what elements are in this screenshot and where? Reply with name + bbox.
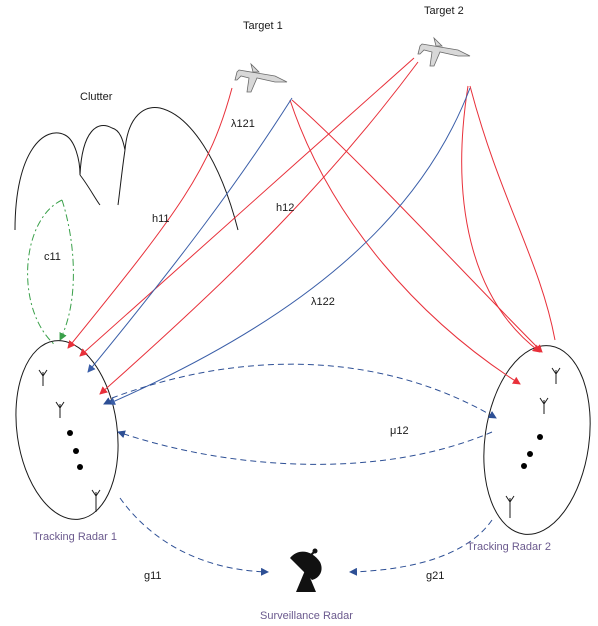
- tracking-radar-1-ellipse: [15, 340, 119, 520]
- antenna-icon: [551, 367, 561, 384]
- mu12-link-bottom: [117, 430, 493, 465]
- mu12-label: μ12: [390, 425, 409, 437]
- h12-link: [79, 57, 415, 357]
- g11-link: [119, 497, 269, 576]
- target-2-label: Target 2: [424, 5, 464, 17]
- t2-radar1-link-b: [99, 61, 419, 395]
- clutter-label: Clutter: [80, 91, 113, 103]
- antenna-icon: [38, 369, 48, 386]
- fighter-jet-icon: [234, 62, 288, 93]
- lambda121-link: [87, 97, 293, 373]
- mu12-link-top: [111, 363, 497, 419]
- radar-1-dot: [77, 464, 83, 470]
- c11-link: [27, 199, 63, 346]
- g21-link: [349, 519, 493, 576]
- tracking-radar-2-label: Tracking Radar 2: [467, 541, 551, 553]
- t1-radar2-link: [289, 99, 521, 385]
- antenna-icon: [505, 495, 515, 518]
- antenna-icon: [91, 489, 101, 512]
- radar-2-dot: [521, 463, 527, 469]
- tracking-radar-1-label: Tracking Radar 1: [33, 531, 117, 543]
- clutter-shape: [14, 107, 239, 231]
- c11-label: c11: [44, 251, 61, 263]
- surveillance-radar-label: Surveillance Radar: [260, 610, 353, 622]
- g21-label: g21: [426, 570, 445, 582]
- t2-radar2-link-b: [469, 85, 556, 341]
- t2-radar2-link: [461, 85, 541, 353]
- lambda121-label: λ121: [231, 118, 255, 130]
- radar-1-dot: [73, 448, 79, 454]
- g11-label: g11: [144, 570, 162, 582]
- radar-1-dot: [67, 430, 73, 436]
- tracking-radar-2-ellipse: [483, 345, 591, 535]
- radar-2-dot: [527, 451, 533, 457]
- antenna-icon: [539, 397, 549, 414]
- t1-radar2-link-b: [291, 99, 543, 353]
- lambda122-link: [107, 87, 471, 405]
- h12-label: h12: [276, 202, 295, 214]
- h11-label: h11: [152, 213, 170, 225]
- radar-2-dot: [537, 434, 543, 440]
- h11-link: [67, 87, 233, 349]
- lambda122-label: λ122: [311, 296, 335, 308]
- antenna-icon: [55, 401, 65, 418]
- satellite-dish-icon: [290, 548, 322, 592]
- fighter-jet-icon: [417, 36, 471, 67]
- target-1-label: Target 1: [243, 20, 283, 32]
